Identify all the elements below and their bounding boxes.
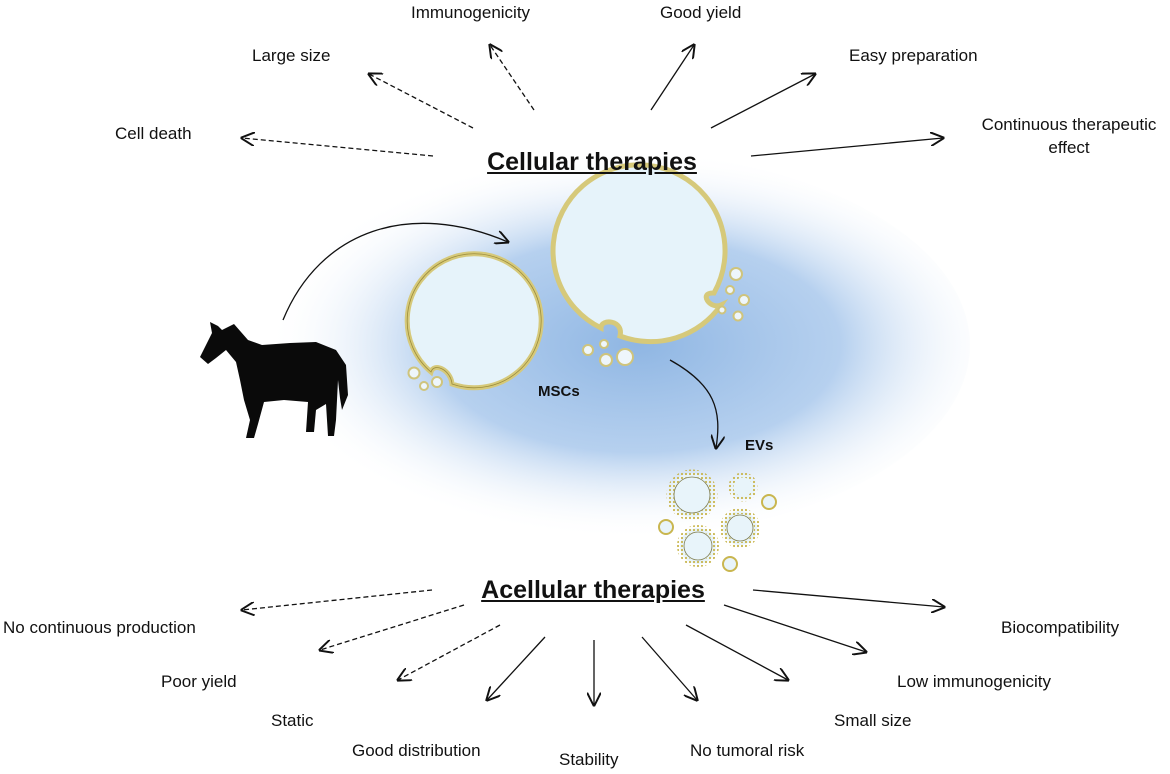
- feature-label-low-immunogenicity: Low immunogenicity: [897, 672, 1052, 691]
- arrow-small-size: [685, 624, 788, 680]
- feature-label-continuous-therapeutic-effect: Continuous therapeutic effect: [981, 115, 1157, 157]
- feature-label-good-yield: Good yield: [660, 3, 742, 22]
- feature-label-biocompatibility: Biocompatibility: [1001, 618, 1120, 637]
- extracellular-vesicle-icon: [658, 469, 777, 572]
- feature-label-cell-death: Cell death: [115, 124, 192, 143]
- feature-label-poor-yield: Poor yield: [161, 672, 237, 691]
- evs-label: EVs: [745, 437, 774, 454]
- arrow-low-immunogenicity: [723, 604, 866, 652]
- arrow-biocompatibility: [752, 589, 944, 607]
- arrow-no-continuous-production: [242, 589, 433, 610]
- cellular-arrows: [242, 45, 943, 157]
- acellular-arrows: [242, 589, 944, 705]
- msc-cell-icon: [404, 251, 544, 391]
- acellular-therapies-heading: Acellular therapies: [481, 576, 705, 604]
- harvest-arrow: [282, 222, 508, 321]
- horse-silhouette-icon: [200, 322, 348, 438]
- arrow-easy-preparation: [710, 74, 815, 129]
- feature-label-no-tumoral-risk: No tumoral risk: [690, 741, 805, 760]
- msc-cell-icon: [550, 162, 750, 367]
- feature-label-small-size: Small size: [834, 711, 912, 730]
- arrow-static: [398, 624, 501, 680]
- feature-label-easy-preparation: Easy preparation: [849, 46, 978, 65]
- feature-label-static: Static: [271, 711, 314, 730]
- arrow-continuous-effect: [750, 138, 943, 157]
- arrow-good-yield: [650, 45, 694, 111]
- feature-label-immunogenicity: Immunogenicity: [411, 3, 531, 22]
- arrow-good-distribution: [487, 636, 546, 700]
- arrow-immunogenicity: [490, 45, 535, 111]
- feature-label-stability: Stability: [559, 750, 619, 769]
- arrow-poor-yield: [320, 604, 465, 650]
- feature-label-good-distribution: Good distribution: [352, 741, 481, 760]
- arrow-cell-death: [242, 138, 434, 157]
- feature-label-large-size: Large size: [252, 46, 331, 65]
- feature-label-no-continuous-production: No continuous production: [3, 618, 196, 637]
- secretion-arrow: [669, 359, 718, 448]
- arrow-no-tumoral-risk: [641, 636, 697, 700]
- cellular-therapies-heading: Cellular therapies: [487, 148, 697, 176]
- arrow-large-size: [369, 74, 474, 129]
- mscs-label: MSCs: [538, 383, 580, 400]
